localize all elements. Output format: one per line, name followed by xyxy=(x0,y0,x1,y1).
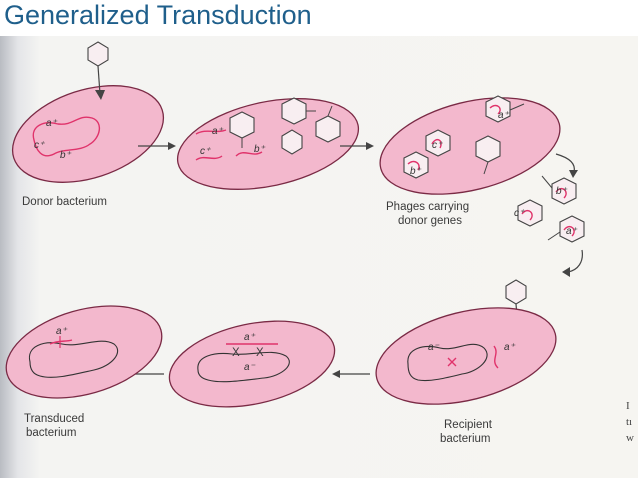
gene-a-plus: a⁺ xyxy=(504,342,516,353)
gene-a-minus: a⁻ xyxy=(244,362,256,373)
gene-c-plus: c⁺ xyxy=(432,140,443,151)
released-phages: b⁺ c⁺ a⁺ xyxy=(514,175,585,243)
gene-b-plus: b⁺ xyxy=(60,150,72,161)
donor-label: Donor bacterium xyxy=(22,196,107,208)
cropped-caption-line: I xyxy=(626,400,630,412)
gene-b-plus: b⁺ xyxy=(254,144,266,155)
gene-a-minus: a⁻ xyxy=(428,342,440,353)
transduced-label-line1: Transduced xyxy=(24,413,84,425)
gene-a-plus: a⁺ xyxy=(498,110,510,121)
gene-c-plus: c⁺ xyxy=(200,146,211,157)
phages-label-line1: Phages carrying xyxy=(386,201,469,213)
gene-b-plus: b⁺ xyxy=(410,166,422,177)
transduced-cell: a⁺ xyxy=(5,305,163,399)
gene-a-plus: a⁺ xyxy=(56,326,68,337)
transduction-figure: a⁺ c⁺ b⁺ Donor bacterium a⁺ c⁺ b⁺ xyxy=(0,36,638,478)
donor-cell: a⁺ c⁺ b⁺ xyxy=(11,85,165,183)
cropped-caption-line: w xyxy=(626,432,634,444)
recipient-cell: a⁻ a⁺ xyxy=(375,307,557,405)
crossover-mark-left: X xyxy=(232,347,240,359)
gene-a-plus: a⁺ xyxy=(566,226,578,237)
release-arrow xyxy=(555,153,578,178)
cropped-caption-text: I tı w xyxy=(626,398,634,446)
gene-c-plus: c⁺ xyxy=(34,140,45,151)
crossover-mark-right: X xyxy=(256,347,264,359)
step-arrow-2 xyxy=(340,142,374,150)
infected-cell: a⁺ c⁺ b⁺ xyxy=(176,97,360,190)
step-arrow-1 xyxy=(138,142,176,150)
diagram-canvas: a⁺ c⁺ b⁺ Donor bacterium a⁺ c⁺ b⁺ xyxy=(5,41,585,445)
phages-label-line2: donor genes xyxy=(398,215,462,227)
transduced-label-line2: bacterium xyxy=(26,427,77,439)
gene-a-plus: a⁺ xyxy=(46,118,58,129)
cropped-caption-line: tı xyxy=(626,416,633,428)
infection-arrow xyxy=(562,249,583,277)
recombination-cell: a⁺ X X a⁻ xyxy=(168,320,336,408)
lysing-cell: c⁺ b⁺ a⁺ xyxy=(379,95,561,195)
step-arrow-3 xyxy=(332,370,370,378)
gene-b-plus: b⁺ xyxy=(556,186,568,197)
recipient-label-line1: Recipient xyxy=(444,419,493,431)
gene-a-plus: a⁺ xyxy=(212,126,224,137)
gene-c-plus: c⁺ xyxy=(514,208,525,219)
infecting-phage-icon xyxy=(87,41,109,100)
gene-a-plus: a⁺ xyxy=(244,332,256,343)
page-title: Generalized Transduction xyxy=(4,0,312,30)
recipient-label-line2: bacterium xyxy=(440,433,491,445)
